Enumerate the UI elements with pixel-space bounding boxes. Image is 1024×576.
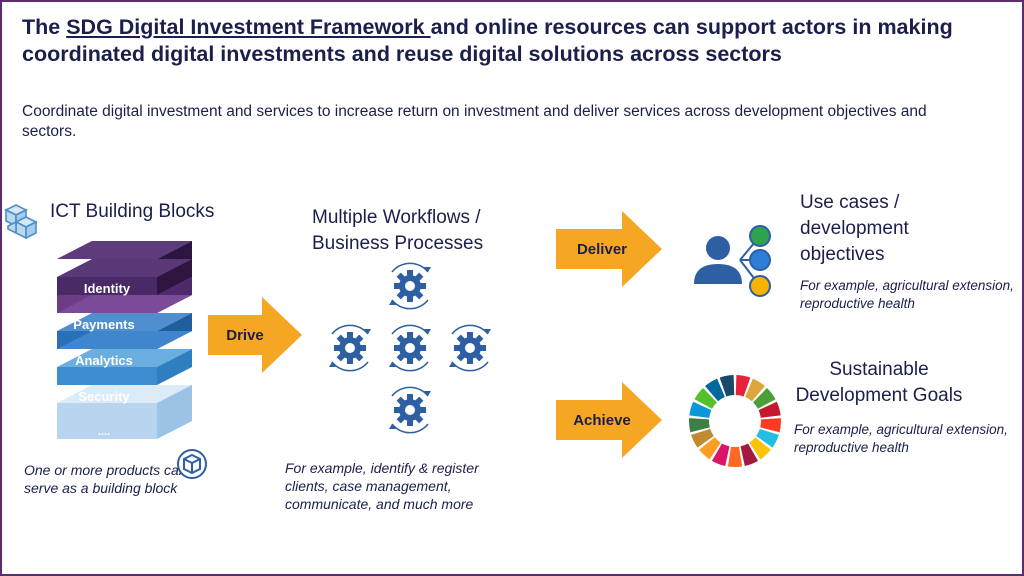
layer-label-analytics: Analytics xyxy=(75,353,133,368)
sdg-segment xyxy=(727,446,743,467)
ict-note: One or more products can serve as a buil… xyxy=(24,462,187,496)
layer-more xyxy=(57,385,192,439)
sdg-heading-line2: Development Goals xyxy=(795,385,963,406)
gear-icon xyxy=(448,324,492,372)
sdg-segment xyxy=(691,428,714,448)
sdg-segment xyxy=(694,387,717,409)
drive-arrow xyxy=(208,297,302,373)
sdg-segment xyxy=(749,437,771,460)
workflows-note: For example, identify & register clients… xyxy=(285,460,479,512)
box-icon xyxy=(177,449,207,479)
layer-label-security: Security xyxy=(78,389,130,404)
use-cases-heading-line2: development xyxy=(800,218,909,239)
gear-icon xyxy=(388,262,432,310)
deliver-label: Deliver xyxy=(576,241,628,258)
sdg-heading: Sustainable Development Goals xyxy=(794,357,964,409)
subtitle: Coordinate digital investment and servic… xyxy=(22,103,927,140)
gears-cluster xyxy=(328,262,492,434)
drive-label: Drive xyxy=(226,327,264,344)
sdg-segment xyxy=(753,387,776,409)
use-cases-note: For example, agricultural extension, rep… xyxy=(800,278,1014,311)
sdg-segment xyxy=(745,378,765,402)
gear-icon xyxy=(328,324,372,372)
workflows-heading-line2: Business Processes xyxy=(312,233,484,254)
workflows-heading-line1: Multiple Workflows / xyxy=(312,207,481,228)
title-rest: and online resources can support actors … xyxy=(22,15,953,66)
layer-security xyxy=(57,349,192,385)
person-network-icon xyxy=(694,225,771,297)
sdg-segment xyxy=(756,428,779,448)
sdg-segment xyxy=(689,401,712,418)
sdg-segment xyxy=(735,375,751,397)
achieve-arrow xyxy=(556,382,662,458)
sdg-segment xyxy=(740,443,759,466)
title-prefix: The xyxy=(22,15,67,39)
page-title: The SDG Digital Investment Framework and… xyxy=(22,14,1012,68)
sdg-segment xyxy=(719,375,735,397)
gear-icon xyxy=(388,324,432,372)
sdg-heading-line1: Sustainable xyxy=(829,359,929,380)
gear-icon xyxy=(388,386,432,434)
use-cases-heading-line1: Use cases / xyxy=(800,192,900,213)
cubes-icon xyxy=(4,204,38,240)
sdg-segment xyxy=(699,437,721,460)
sdg-wheel-icon xyxy=(689,375,781,467)
sdg-segment xyxy=(711,443,730,466)
deliver-arrow xyxy=(556,211,662,287)
workflows-heading: Multiple Workflows / Business Processes xyxy=(312,205,483,257)
achieve-label: Achieve xyxy=(573,412,631,429)
ict-heading: ICT Building Blocks xyxy=(50,201,215,222)
layer-label-more: .... xyxy=(97,426,111,438)
sdg-segment xyxy=(705,378,725,402)
framework-link[interactable]: SDG Digital Investment Framework xyxy=(66,15,431,39)
layer-label-payments: Payments xyxy=(73,317,135,332)
building-blocks-stack xyxy=(57,241,192,439)
sdg-segment xyxy=(689,418,710,433)
sdg-segment xyxy=(760,418,781,433)
layer-label-identity: Identity xyxy=(83,281,131,296)
sdg-note: For example, agricultural extension, rep… xyxy=(794,422,1008,455)
use-cases-heading: Use cases / development objectives xyxy=(800,190,909,268)
use-cases-heading-line3: objectives xyxy=(800,244,885,265)
sdg-segment xyxy=(758,401,781,418)
layer-identity xyxy=(57,241,192,295)
